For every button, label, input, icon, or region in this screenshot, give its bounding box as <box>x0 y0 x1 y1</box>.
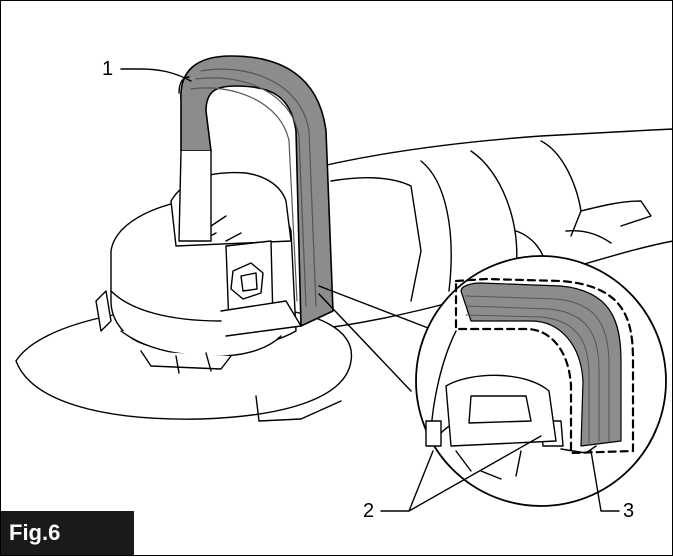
grinder-body <box>300 128 673 332</box>
zoom-leader-top <box>318 285 437 332</box>
clamp-bolt <box>220 240 302 337</box>
callout-3-leader <box>590 450 620 512</box>
callout-2: 2 <box>363 500 375 522</box>
callout-3: 3 <box>623 500 635 522</box>
zoom-leader-bottom <box>318 293 412 392</box>
callout-2-leader-b <box>408 435 542 512</box>
loop-handle <box>178 55 334 327</box>
detail-circle <box>415 255 667 507</box>
figure-label: Fig.6 <box>1 511 134 555</box>
callout-1-leader <box>120 68 192 82</box>
callout-1: 1 <box>102 58 114 80</box>
